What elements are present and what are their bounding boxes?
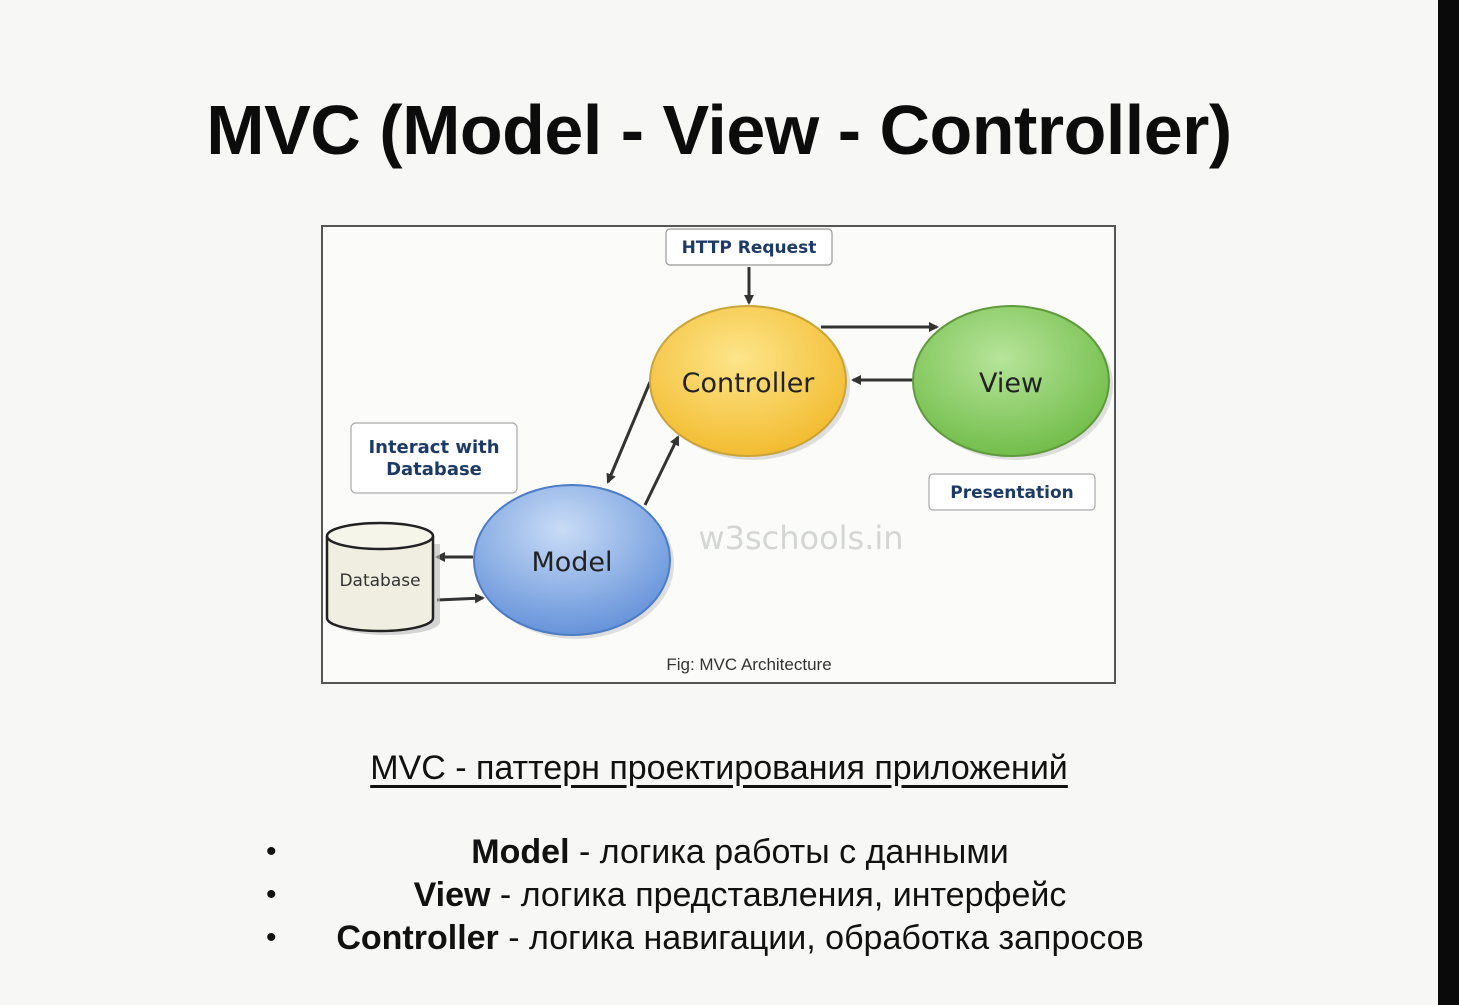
arrow-controller-to-model <box>606 381 652 484</box>
interact-line1: Interact with <box>368 437 499 458</box>
bullet-term: Controller <box>336 919 499 957</box>
http-request-box: HTTP Request <box>665 228 833 266</box>
bullet-term: View <box>413 876 491 914</box>
slide-subtitle: MVC - паттерн проектирования приложений <box>370 749 1068 787</box>
bullet-text: Controller - логика навигации, обработка… <box>300 916 1180 960</box>
bullet-desc: - логика работы с данными <box>569 833 1009 871</box>
mvc-diagram: HTTP Request Controller <box>321 225 1116 684</box>
bullet-dot: • <box>266 878 277 911</box>
bullet-dot: • <box>266 921 277 954</box>
arrow-database-to-model <box>436 593 485 604</box>
model-label: Model <box>531 547 612 578</box>
database-cylinder: Database <box>325 521 440 635</box>
bullet-term: Model <box>471 833 570 871</box>
diagram-canvas: HTTP Request Controller <box>325 228 1113 674</box>
database-label: Database <box>339 571 420 591</box>
right-edge-bar <box>1438 0 1459 1005</box>
model-node: Model <box>473 484 674 639</box>
figure-caption: Fig: MVC Architecture <box>666 655 831 674</box>
bullet-dot: • <box>266 835 277 868</box>
http-request-label: HTTP Request <box>682 238 817 258</box>
bullet-text: Model - логика работы с данными <box>300 830 1180 874</box>
controller-label: Controller <box>682 368 816 399</box>
presentation-box: Presentation <box>928 473 1096 511</box>
presentation-label: Presentation <box>950 483 1073 503</box>
view-node: View <box>912 305 1113 460</box>
bullet-desc: - логика навигации, обработка запросов <box>498 919 1144 957</box>
watermark: w3schools.in <box>698 519 903 557</box>
bullet-desc: - логика представления, интерфейс <box>490 876 1067 914</box>
view-label: View <box>979 368 1043 399</box>
slide-title: MVC (Model - View - Controller) <box>206 91 1232 169</box>
interact-database-box: Interact with Database <box>350 422 518 494</box>
arrow-model-to-controller <box>643 435 680 506</box>
interact-line2: Database <box>386 459 482 480</box>
controller-node: Controller <box>649 305 850 460</box>
bullet-text: View - логика представления, интерфейс <box>300 873 1180 917</box>
